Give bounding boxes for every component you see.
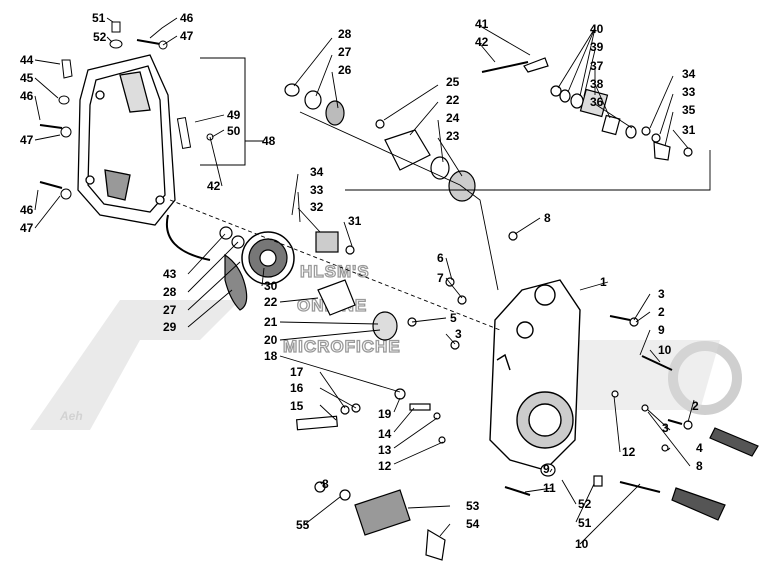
callout-46b: 46 xyxy=(20,89,34,103)
callout-44: 44 xyxy=(20,53,34,67)
callout-51: 51 xyxy=(92,11,106,25)
callout-17: 17 xyxy=(290,365,304,379)
bracket-48 xyxy=(200,57,246,166)
callout-8: 8 xyxy=(544,211,551,225)
callout-37: 37 xyxy=(590,59,604,73)
leader-lines xyxy=(34,17,711,545)
callout-39: 39 xyxy=(590,40,604,54)
callout-7: 7 xyxy=(437,271,444,285)
callout-54: 54 xyxy=(466,517,480,531)
callout-27: 27 xyxy=(338,45,352,59)
callout-22: 22 xyxy=(446,93,460,107)
callout-55: 55 xyxy=(296,518,310,532)
callout-10: 10 xyxy=(658,343,672,357)
callout-40: 40 xyxy=(590,22,604,36)
callout-9: 9 xyxy=(658,323,665,337)
callout-4: 4 xyxy=(696,441,703,455)
main-housing xyxy=(489,279,581,471)
callout-51b: 51 xyxy=(578,516,592,530)
watermark-wheel xyxy=(668,341,742,415)
callout-31b: 31 xyxy=(348,214,362,228)
callout-35: 35 xyxy=(682,103,696,117)
callout-12b: 12 xyxy=(622,445,636,459)
callout-42: 42 xyxy=(475,35,489,49)
callout-8c: 8 xyxy=(696,459,703,473)
callout-19: 19 xyxy=(378,407,392,421)
cover-hardware xyxy=(39,21,214,200)
callout-31: 31 xyxy=(682,123,696,137)
callout-46c: 46 xyxy=(20,203,34,217)
callout-3: 3 xyxy=(455,327,462,341)
callout-12: 12 xyxy=(378,459,392,473)
callout-9b: 9 xyxy=(543,462,550,476)
callout-11: 11 xyxy=(543,481,556,495)
upper-shaft-parts xyxy=(284,83,518,241)
callout-21: 21 xyxy=(264,315,278,329)
callout-43: 43 xyxy=(163,267,177,281)
callout-1: 1 xyxy=(600,275,607,289)
callout-30: 30 xyxy=(264,279,278,293)
callout-47c: 47 xyxy=(20,221,34,235)
callout-18: 18 xyxy=(264,349,278,363)
watermark-line3: MICROFICHE xyxy=(283,337,401,356)
callout-47: 47 xyxy=(180,29,194,43)
callout-41: 41 xyxy=(475,17,489,31)
watermark-line1: HLSM'S xyxy=(300,262,370,281)
callout-labels: 51 46 52 47 44 45 46 47 49 50 48 46 47 2… xyxy=(20,11,703,551)
callout-47b: 47 xyxy=(20,133,34,147)
callout-3c: 3 xyxy=(662,421,669,435)
callout-28b: 28 xyxy=(163,285,177,299)
callout-53: 53 xyxy=(466,499,480,513)
callout-2b: 2 xyxy=(692,399,699,413)
callout-42b: 42 xyxy=(207,179,221,193)
callout-34: 34 xyxy=(682,67,696,81)
watermark: Aeh HLSM'S ONLINE MICROFICHE xyxy=(30,261,742,430)
callout-49: 49 xyxy=(227,108,241,122)
callout-45: 45 xyxy=(20,71,34,85)
callout-2: 2 xyxy=(658,305,665,319)
callout-6: 6 xyxy=(437,251,444,265)
callout-28: 28 xyxy=(338,27,352,41)
callout-32: 32 xyxy=(310,200,324,214)
chaincase-cover xyxy=(77,54,176,226)
callout-33b: 33 xyxy=(310,183,324,197)
callout-8b: 8 xyxy=(322,477,329,491)
bottom-parts xyxy=(314,463,603,561)
callout-16: 16 xyxy=(290,381,304,395)
callout-22b: 22 xyxy=(264,295,278,309)
callout-20: 20 xyxy=(264,333,278,347)
callout-25: 25 xyxy=(446,75,460,89)
callout-52: 52 xyxy=(93,30,107,44)
callout-27b: 27 xyxy=(163,303,177,317)
callout-13: 13 xyxy=(378,443,392,457)
chain-sprockets xyxy=(165,214,295,311)
callout-38: 38 xyxy=(590,77,604,91)
callout-26: 26 xyxy=(338,63,352,77)
callout-52b: 52 xyxy=(578,497,592,511)
callout-23: 23 xyxy=(446,129,460,143)
callout-24: 24 xyxy=(446,111,460,125)
callout-15: 15 xyxy=(290,399,304,413)
callout-34b: 34 xyxy=(310,165,324,179)
callout-29: 29 xyxy=(163,320,177,334)
callout-5: 5 xyxy=(450,311,457,325)
callout-46: 46 xyxy=(180,11,194,25)
callout-50: 50 xyxy=(227,124,241,138)
callout-10b: 10 xyxy=(575,537,589,551)
callout-33: 33 xyxy=(682,85,696,99)
watermark-swoosh xyxy=(30,300,240,430)
right-parts xyxy=(481,57,759,521)
callout-14: 14 xyxy=(378,427,392,441)
callout-3b: 3 xyxy=(658,287,665,301)
callout-48: 48 xyxy=(262,134,276,148)
callout-36: 36 xyxy=(590,95,604,109)
